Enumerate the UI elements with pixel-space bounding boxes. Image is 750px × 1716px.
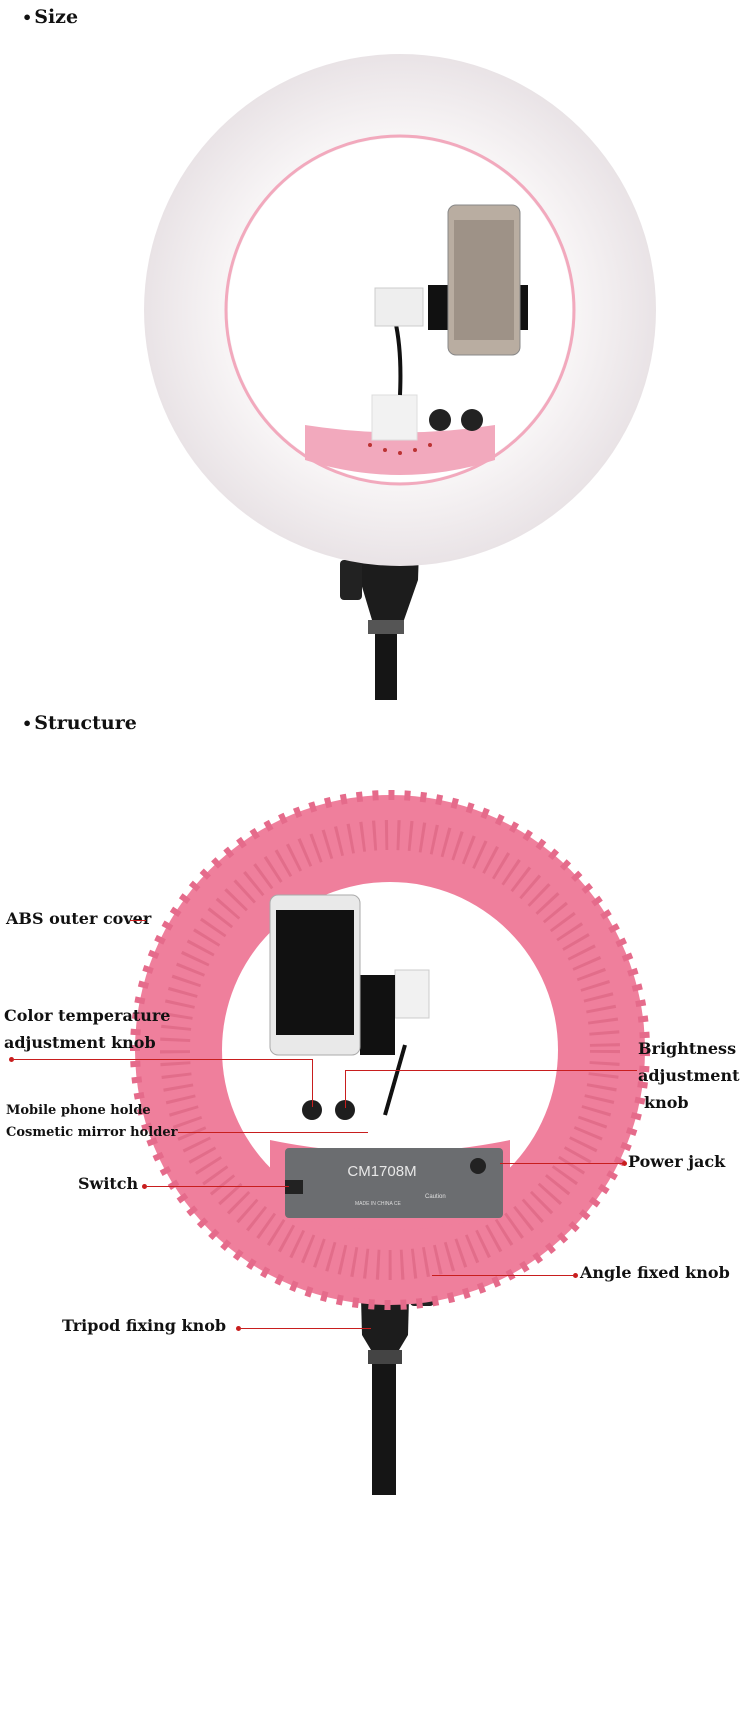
- shelf-dot: [428, 443, 432, 447]
- shelf-dot: [383, 448, 387, 452]
- label-brightness-2: adjustment: [638, 1066, 740, 1085]
- control-panel: [285, 1148, 503, 1218]
- label-angle-fixed-knob: Angle fixed knob: [580, 1263, 730, 1282]
- leader-tripod: [241, 1328, 371, 1329]
- label-tripod-fixing-knob: Tripod fixing knob: [62, 1316, 227, 1335]
- leader-brightness-v: [345, 1070, 346, 1108]
- leader-angle-knob: [432, 1275, 573, 1276]
- control-shelf: [305, 425, 495, 475]
- dot-tripod: [236, 1326, 241, 1331]
- size-section-title: •Size: [22, 6, 78, 28]
- color-temp-knob-shape: [302, 1100, 322, 1120]
- ring-inner-vents: [160, 820, 620, 1280]
- brightness-knob: [461, 409, 483, 431]
- caution-label: Caution: [425, 1194, 446, 1200]
- label-color-temp-2: adjustment knob: [4, 1033, 156, 1052]
- power-jack-shape: [470, 1158, 486, 1174]
- holder-clip: [374, 287, 424, 327]
- phone-clamp: [360, 975, 395, 1055]
- leader-color-temp-v: [312, 1059, 313, 1107]
- structure-section-title: •Structure: [22, 712, 137, 734]
- dot-power-jack: [622, 1161, 627, 1166]
- bullet-dot: •: [22, 714, 33, 733]
- label-mobile-phone-holder: Mobile phone holde: [6, 1103, 151, 1118]
- dot-switch: [142, 1184, 147, 1189]
- shelf-dot: [398, 451, 402, 455]
- angle-knob: [340, 560, 362, 600]
- mirror-holder-block: [371, 394, 418, 441]
- color-temp-knob: [429, 409, 451, 431]
- phone-screen: [276, 910, 354, 1035]
- label-color-temp-1: Color temperature: [4, 1006, 171, 1025]
- mirror-holder-shape: [394, 969, 430, 1019]
- model-label: CM1708M: [347, 1163, 416, 1180]
- leader-abs: [130, 920, 146, 921]
- ring-inner-edge: [224, 134, 576, 486]
- dot-angle-knob: [573, 1273, 578, 1278]
- shelf-dot: [413, 448, 417, 452]
- brightness-knob-shape: [335, 1100, 355, 1120]
- leader-brightness: [345, 1070, 637, 1071]
- size-title-text: Size: [34, 6, 79, 28]
- shelf-dot: [368, 443, 372, 447]
- dot-color-temp: [9, 1057, 14, 1062]
- label-switch: Switch: [78, 1174, 139, 1193]
- switch-shape: [285, 1180, 303, 1194]
- leader-color-temp: [14, 1059, 312, 1060]
- tripod-knob-shape: [368, 1350, 402, 1364]
- leader-mirror: [178, 1132, 368, 1133]
- made-in-label: MADE IN CHINA CE: [355, 1201, 402, 1207]
- stand-pole: [372, 1355, 396, 1495]
- bullet-dot: •: [22, 8, 33, 27]
- structure-ring-light-photo: CM1708M Caution MADE IN CHINA CE: [130, 790, 650, 1495]
- label-abs-outer-cover: ABS outer cover: [6, 909, 152, 928]
- label-brightness-1: Brightness: [638, 1039, 737, 1058]
- structure-title-text: Structure: [34, 712, 137, 734]
- leader-power-jack: [500, 1163, 626, 1164]
- ring-outer-vents: [130, 790, 650, 1310]
- phone-screen: [454, 220, 514, 340]
- label-power-jack: Power jack: [628, 1152, 726, 1171]
- leader-switch: [147, 1186, 289, 1187]
- label-brightness-3: knob: [644, 1093, 689, 1112]
- label-cosmetic-mirror-holder: Cosmetic mirror holder: [6, 1125, 178, 1140]
- stand-collar: [368, 620, 404, 634]
- gooseneck: [383, 1044, 407, 1116]
- size-ring-light-photo: [144, 54, 656, 700]
